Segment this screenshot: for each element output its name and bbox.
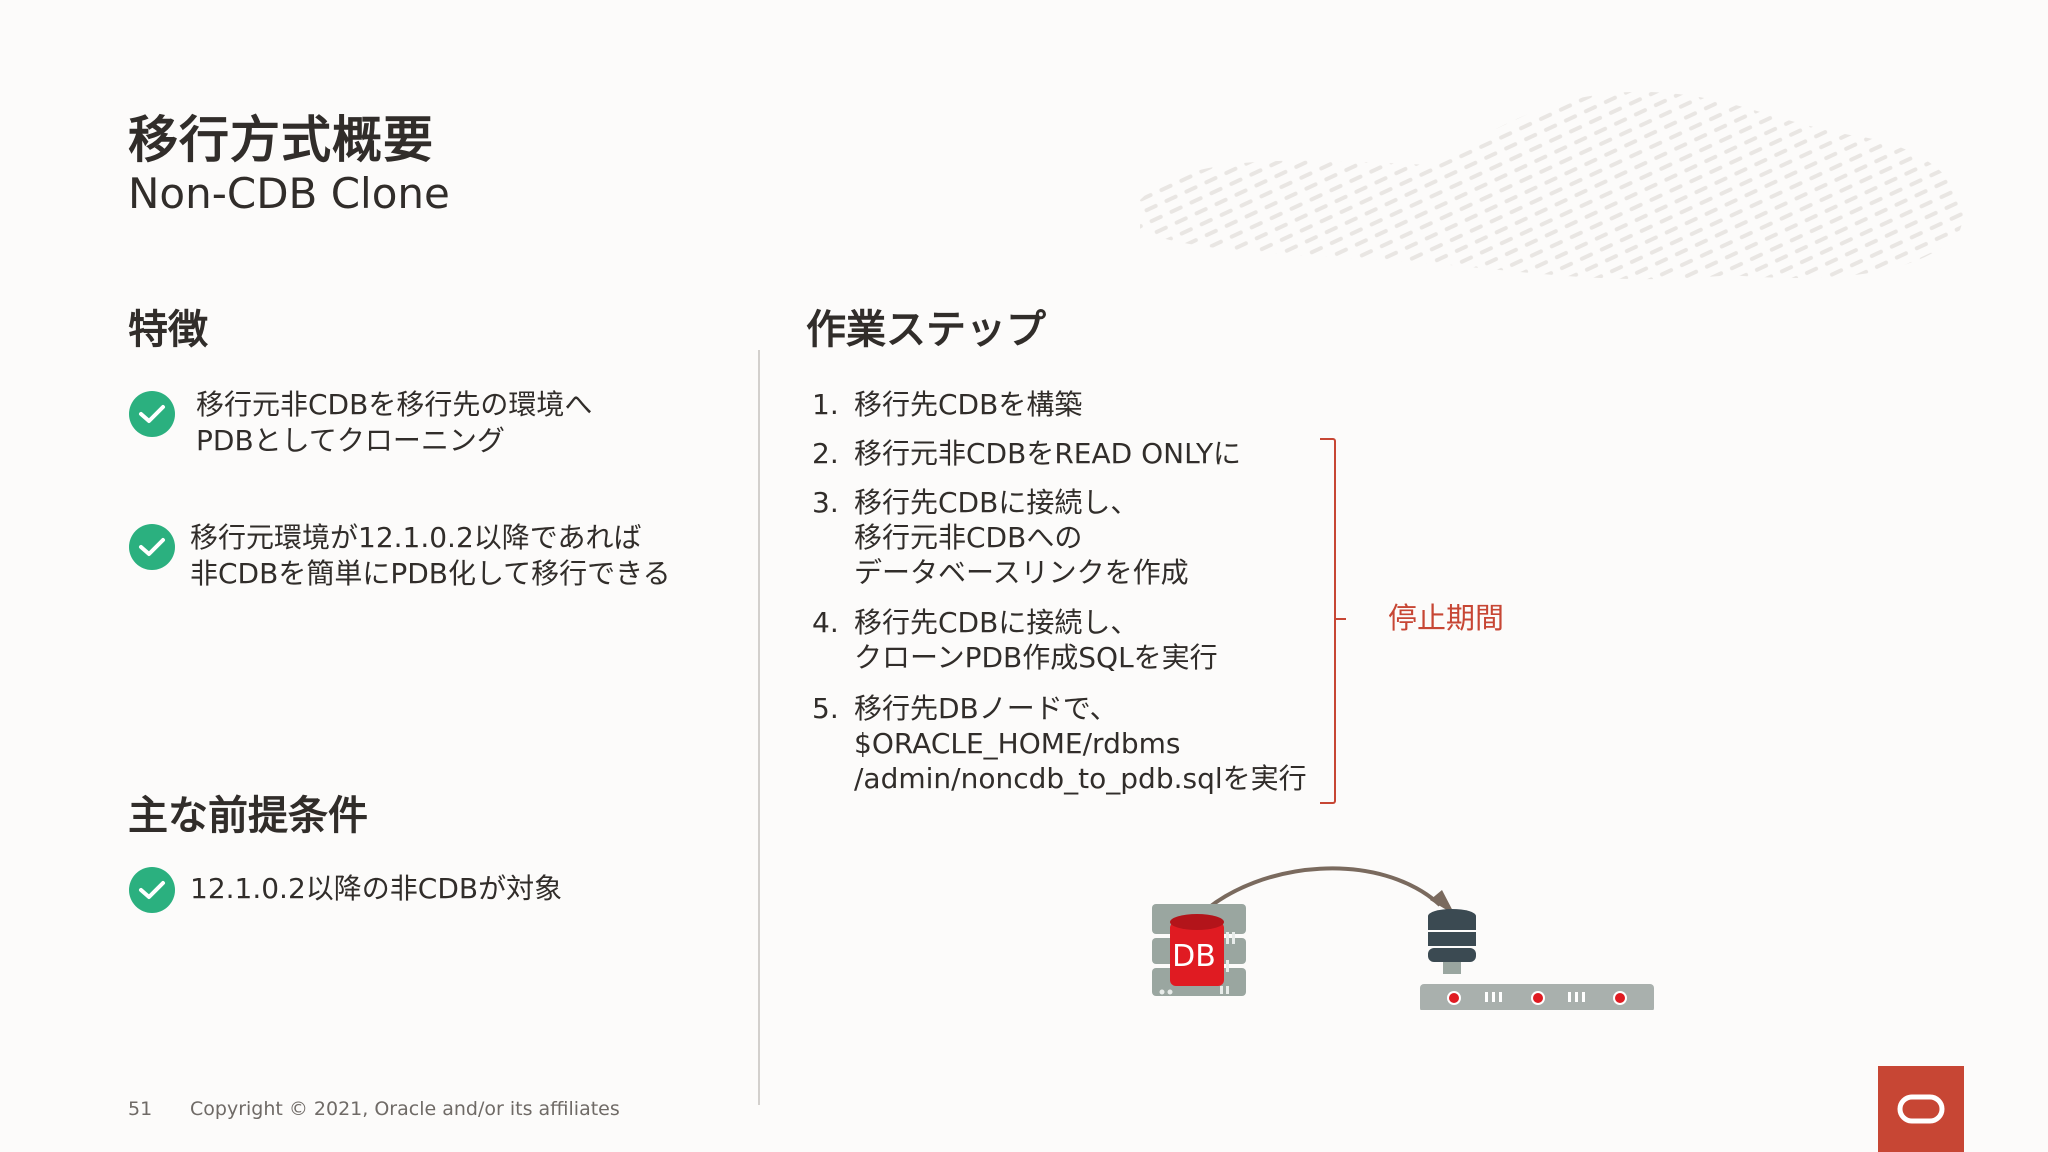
step-item-1: 1. 移行先CDBを構築 bbox=[812, 388, 1083, 421]
column-divider bbox=[758, 350, 760, 1105]
server-db-icon bbox=[1152, 904, 1246, 996]
prerequisite-item-1: 12.1.0.2以降の非CDBが対象 bbox=[190, 872, 563, 905]
source-db-label: DB bbox=[1172, 939, 1216, 974]
page-number: 51 bbox=[128, 1098, 153, 1120]
step-item-2: 2. 移行元非CDBをREAD ONLYに bbox=[812, 437, 1242, 470]
step-item-5: 5. 移行先DBノードで、 $ORACLE_HOME/rdbms /admin/… bbox=[812, 692, 1307, 795]
feature-item-1: 移行元非CDBを移行先の環境へ PDBとしてクローニング bbox=[196, 388, 593, 457]
decorative-texture bbox=[1140, 91, 1963, 280]
step-item-3: 3. 移行先CDBに接続し、 移行元非CDBへの データベースリンクを作成 bbox=[812, 486, 1189, 589]
steps-heading: 作業ステップ bbox=[806, 307, 1046, 353]
downtime-bracket-tick bbox=[1334, 618, 1346, 620]
migration-diagram bbox=[1152, 866, 1654, 1010]
check-circle-icon bbox=[129, 524, 175, 570]
page-title: 移行方式概要 bbox=[128, 111, 434, 169]
prerequisites-heading: 主な前提条件 bbox=[128, 793, 368, 839]
downtime-bracket bbox=[1320, 438, 1336, 804]
check-circle-icon bbox=[129, 867, 175, 913]
features-heading: 特徴 bbox=[128, 307, 208, 353]
check-circle-icon bbox=[129, 391, 175, 437]
database-node-icon bbox=[1420, 909, 1654, 1010]
page-subtitle: Non-CDB Clone bbox=[128, 169, 450, 218]
migration-arrow bbox=[1198, 866, 1455, 917]
downtime-label: 停止期間 bbox=[1388, 601, 1505, 635]
oracle-logo-icon bbox=[1878, 1066, 1964, 1152]
step-item-4: 4. 移行先CDBに接続し、 クローンPDB作成SQLを実行 bbox=[812, 606, 1218, 674]
feature-item-2: 移行元環境が12.1.0.2以降であれば 非CDBを簡単にPDB化して移行できる bbox=[190, 521, 671, 590]
copyright-text: Copyright © 2021, Oracle and/or its affi… bbox=[190, 1098, 620, 1120]
